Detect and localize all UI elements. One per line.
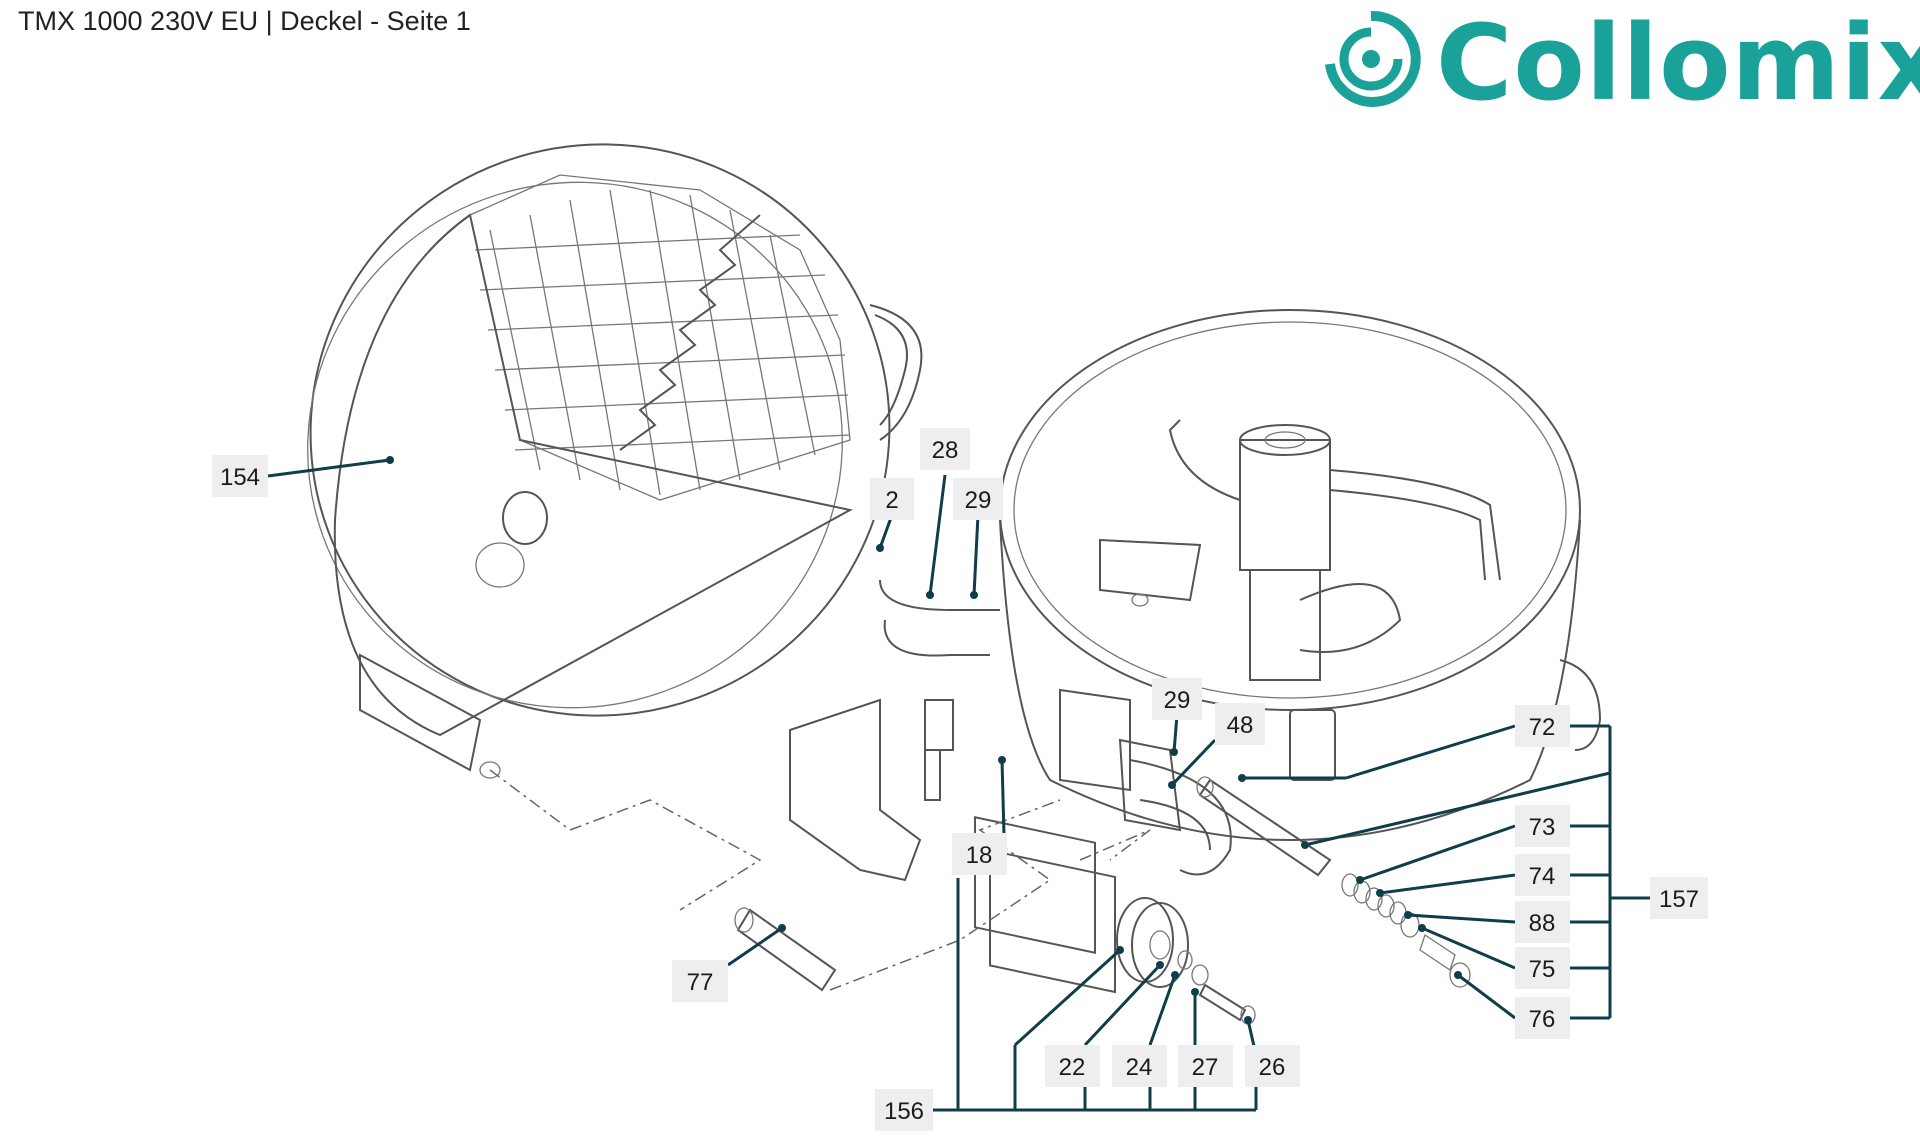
svg-text:73: 73 [1529, 814, 1556, 841]
callout-29-upper: 29 [953, 478, 1003, 520]
svg-text:18: 18 [966, 842, 993, 869]
callout-72: 72 [1515, 705, 1570, 747]
svg-text:76: 76 [1529, 1006, 1556, 1033]
svg-text:88: 88 [1529, 910, 1556, 937]
svg-text:75: 75 [1529, 956, 1556, 983]
callout-24: 24 [1112, 1045, 1167, 1087]
svg-text:2: 2 [885, 487, 898, 514]
callout-74: 74 [1515, 854, 1570, 896]
lid-drawing [307, 143, 923, 779]
svg-text:156: 156 [884, 1098, 924, 1125]
callout-76: 76 [1515, 997, 1570, 1039]
callout-157: 157 [1650, 877, 1708, 919]
svg-text:22: 22 [1059, 1054, 1086, 1081]
svg-text:77: 77 [687, 969, 714, 996]
brand-logo: Collomix [1312, 0, 1920, 124]
callout-48: 48 [1215, 703, 1265, 745]
callout-77: 77 [672, 960, 728, 1002]
svg-text:48: 48 [1227, 712, 1254, 739]
callout-28: 28 [920, 428, 970, 470]
leader-lines [267, 456, 1650, 1112]
document-title: TMX 1000 230V EU | Deckel - Seite 1 [18, 6, 471, 36]
brand-name: Collomix [1436, 2, 1920, 124]
svg-text:74: 74 [1529, 863, 1556, 890]
callout-73: 73 [1515, 805, 1570, 847]
svg-text:26: 26 [1259, 1054, 1286, 1081]
svg-text:72: 72 [1529, 714, 1556, 741]
svg-text:28: 28 [932, 437, 959, 464]
assembly-dash-lines [489, 769, 1151, 991]
callout-156: 156 [875, 1089, 933, 1131]
callout-75: 75 [1515, 947, 1570, 989]
callout-26: 26 [1245, 1045, 1300, 1087]
collomix-swirl-icon [1325, 10, 1421, 107]
callout-18: 18 [952, 833, 1007, 875]
callout-2: 2 [870, 478, 914, 520]
callout-88: 88 [1515, 901, 1570, 943]
svg-text:29: 29 [1164, 687, 1191, 714]
svg-text:157: 157 [1659, 886, 1699, 913]
callout-154: 154 [212, 455, 268, 497]
svg-text:154: 154 [220, 464, 260, 491]
svg-text:27: 27 [1192, 1054, 1219, 1081]
callout-22: 22 [1045, 1045, 1100, 1087]
drum-drawing [999, 309, 1602, 841]
svg-text:24: 24 [1126, 1054, 1153, 1081]
callout-29-lower: 29 [1152, 678, 1202, 720]
callout-27: 27 [1178, 1045, 1233, 1087]
svg-text:29: 29 [965, 487, 992, 514]
